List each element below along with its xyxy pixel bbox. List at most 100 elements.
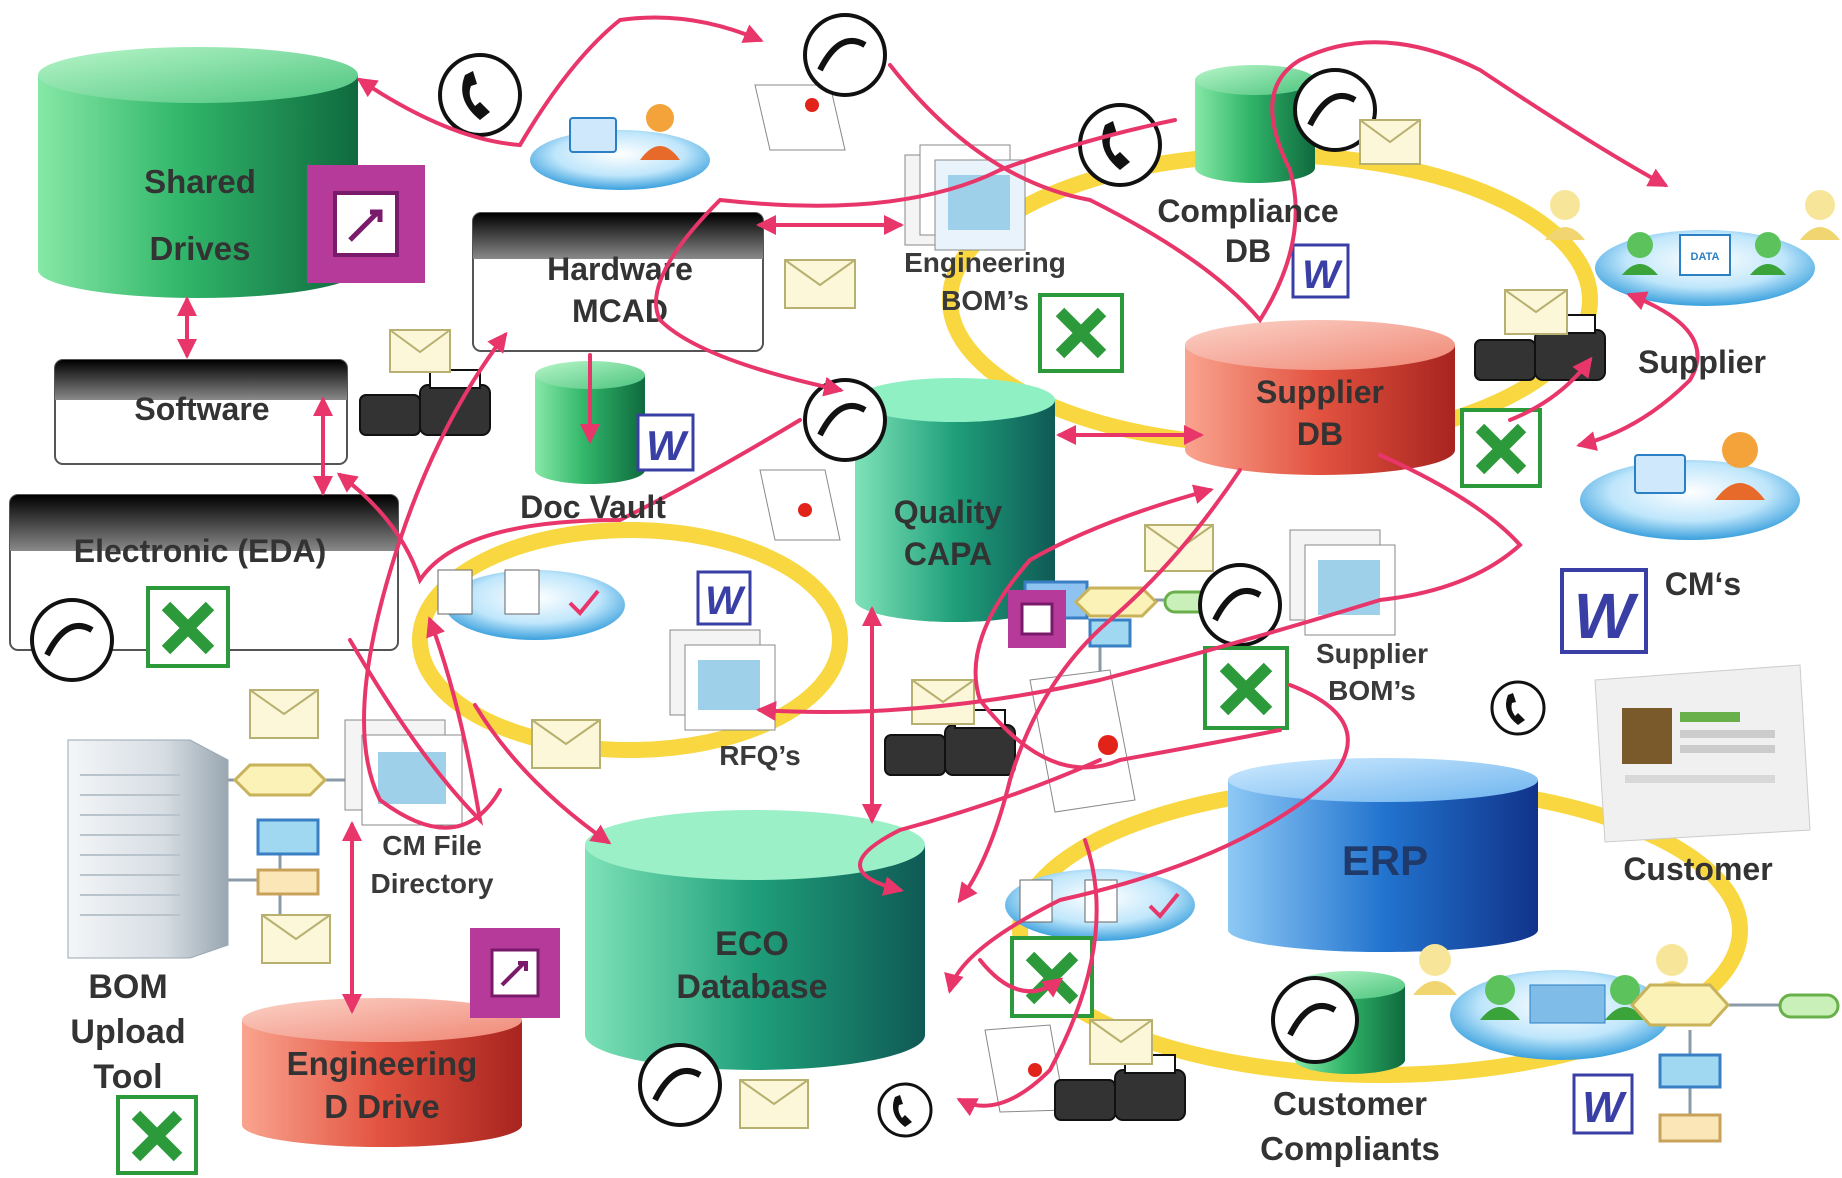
supplier-boms-label-2: BOM’s <box>1328 675 1416 706</box>
envelope-icon <box>261 914 331 964</box>
eco-database-label-1: ECO <box>715 925 789 963</box>
word-icon-letter: W <box>1582 1083 1627 1132</box>
phone-icon <box>438 53 522 137</box>
ring-rfq <box>412 522 848 758</box>
excel-icon <box>1038 293 1124 373</box>
signature-icons <box>30 13 1377 1127</box>
bom-upload-tool-label-3: Tool <box>93 1058 162 1096</box>
flow-arrow <box>756 453 1523 721</box>
flow-arrow <box>348 616 483 826</box>
eco-database-label-2: Database <box>676 968 827 1006</box>
cms-label: CM‘s <box>1665 566 1741 602</box>
access-icon <box>307 165 425 283</box>
workstation-top-platter <box>530 104 710 190</box>
envelope-icon <box>739 1079 809 1129</box>
signature-icon <box>638 1043 722 1127</box>
excel-icon <box>146 586 230 668</box>
quality-capa-label-1: Quality <box>894 494 1003 530</box>
shared-drives-label-1: Shared <box>144 163 256 200</box>
text-labels: Doc Vault Compliance DB Engineering BOM’… <box>70 193 1772 1167</box>
compliance-db-label-2: DB <box>1225 233 1271 269</box>
supplier-db[interactable]: Supplier DB <box>1185 320 1455 475</box>
erp-db[interactable]: ERP <box>1228 758 1538 952</box>
electronic-eda-label: Electronic (EDA) <box>74 533 326 569</box>
word-icon-letter: W <box>1302 253 1343 297</box>
signature-icon <box>803 13 887 97</box>
cm-file-directory-label-1: CM File <box>382 830 482 861</box>
form-doc-icon-mid <box>759 469 841 541</box>
flow-arrow <box>956 838 1099 1117</box>
envelope-icon <box>1089 1019 1153 1065</box>
flowchart-customer <box>1629 983 1840 1143</box>
engineering-d-drive-label-1: Engineering <box>287 1045 478 1082</box>
word-icon-letter: W <box>646 422 689 469</box>
rfq-docstack <box>669 629 776 731</box>
access-icons <box>307 165 1066 1018</box>
flow-arrow <box>356 15 764 148</box>
compliance-db-label-1: Compliance <box>1157 193 1338 229</box>
doc-vault-label: Doc Vault <box>520 489 666 525</box>
hardware-mcad-box[interactable]: Hardware MCAD <box>472 212 764 352</box>
envelope-icon <box>784 259 856 309</box>
excel-icon <box>116 1095 198 1175</box>
bom-upload-server-icon <box>67 739 229 959</box>
hardware-mcad-label-1: Hardware <box>547 251 693 287</box>
shared-drives-db[interactable]: Shared Drives <box>38 47 358 298</box>
engineering-d-drive-db[interactable]: Engineering D Drive <box>242 998 522 1147</box>
flow-arrow <box>944 683 1350 994</box>
envelope-icon <box>531 719 601 769</box>
envelope-icon <box>1359 119 1421 165</box>
erp-label: ERP <box>1342 837 1428 884</box>
word-icon: W <box>696 570 752 626</box>
phone-icon <box>1078 103 1162 187</box>
excel-icon <box>1460 408 1542 488</box>
cm-file-directory-docstack <box>344 719 463 826</box>
signature-icon <box>1271 976 1359 1064</box>
supplier-boms-label-1: Supplier <box>1316 638 1428 669</box>
quality-capa-label-2: CAPA <box>904 536 992 572</box>
signature-icon <box>1293 68 1377 152</box>
data-doc-text: DATA <box>1691 251 1720 263</box>
envelope-icons <box>249 119 1568 1129</box>
cm-workstation-platter <box>1580 432 1800 540</box>
software-box[interactable]: Software <box>54 359 348 465</box>
flow-arrow <box>978 958 1064 998</box>
flow-arrow <box>473 703 612 845</box>
supplier-label: Supplier <box>1638 344 1766 380</box>
flow-arrow <box>1508 356 1593 422</box>
phone-icon <box>1490 680 1546 736</box>
flow-arrow <box>957 468 1242 904</box>
word-icon: W <box>1291 243 1350 299</box>
hardware-mcad-label-2: MCAD <box>572 293 668 329</box>
software-label: Software <box>134 391 269 427</box>
eco-database-db[interactable]: ECO Database <box>585 810 925 1070</box>
phone-icon <box>877 1082 933 1138</box>
rfqs-label: RFQ’s <box>719 740 800 771</box>
signature-icon <box>803 378 887 462</box>
word-icon: W <box>1560 568 1648 654</box>
supplier-db-label-1: Supplier <box>1256 374 1384 410</box>
flow-arrows <box>177 15 1700 1117</box>
quality-capa-db[interactable]: Quality CAPA <box>855 378 1055 622</box>
excel-icon <box>1203 646 1289 730</box>
customer-compliants-label-1: Customer <box>1273 1085 1427 1122</box>
word-icon-letter: W <box>705 579 746 623</box>
shared-drives-label-2: Drives <box>150 230 251 267</box>
envelope-icon <box>249 689 319 739</box>
word-icons: W W W W W <box>636 243 1648 1135</box>
envelope-icon <box>1504 289 1568 335</box>
envelope-icon <box>389 329 451 373</box>
customer-exchange-platter <box>1413 944 1694 1060</box>
flow-arrow <box>654 118 1177 397</box>
electronic-eda-box[interactable]: Electronic (EDA) <box>9 494 399 651</box>
engineering-boms-label-1: Engineering <box>904 247 1066 278</box>
signature-icon <box>30 598 114 682</box>
flow-arrow <box>1576 291 1700 451</box>
supplier-db-label-2: DB <box>1297 416 1343 452</box>
bom-upload-tool-label-2: Upload <box>70 1013 185 1051</box>
supplier-exchange-platter: DATA <box>1545 190 1840 306</box>
signature-icon <box>1198 563 1282 647</box>
cm-file-directory-label-2: Directory <box>371 868 494 899</box>
supplier-boms-docstack <box>1289 529 1396 636</box>
